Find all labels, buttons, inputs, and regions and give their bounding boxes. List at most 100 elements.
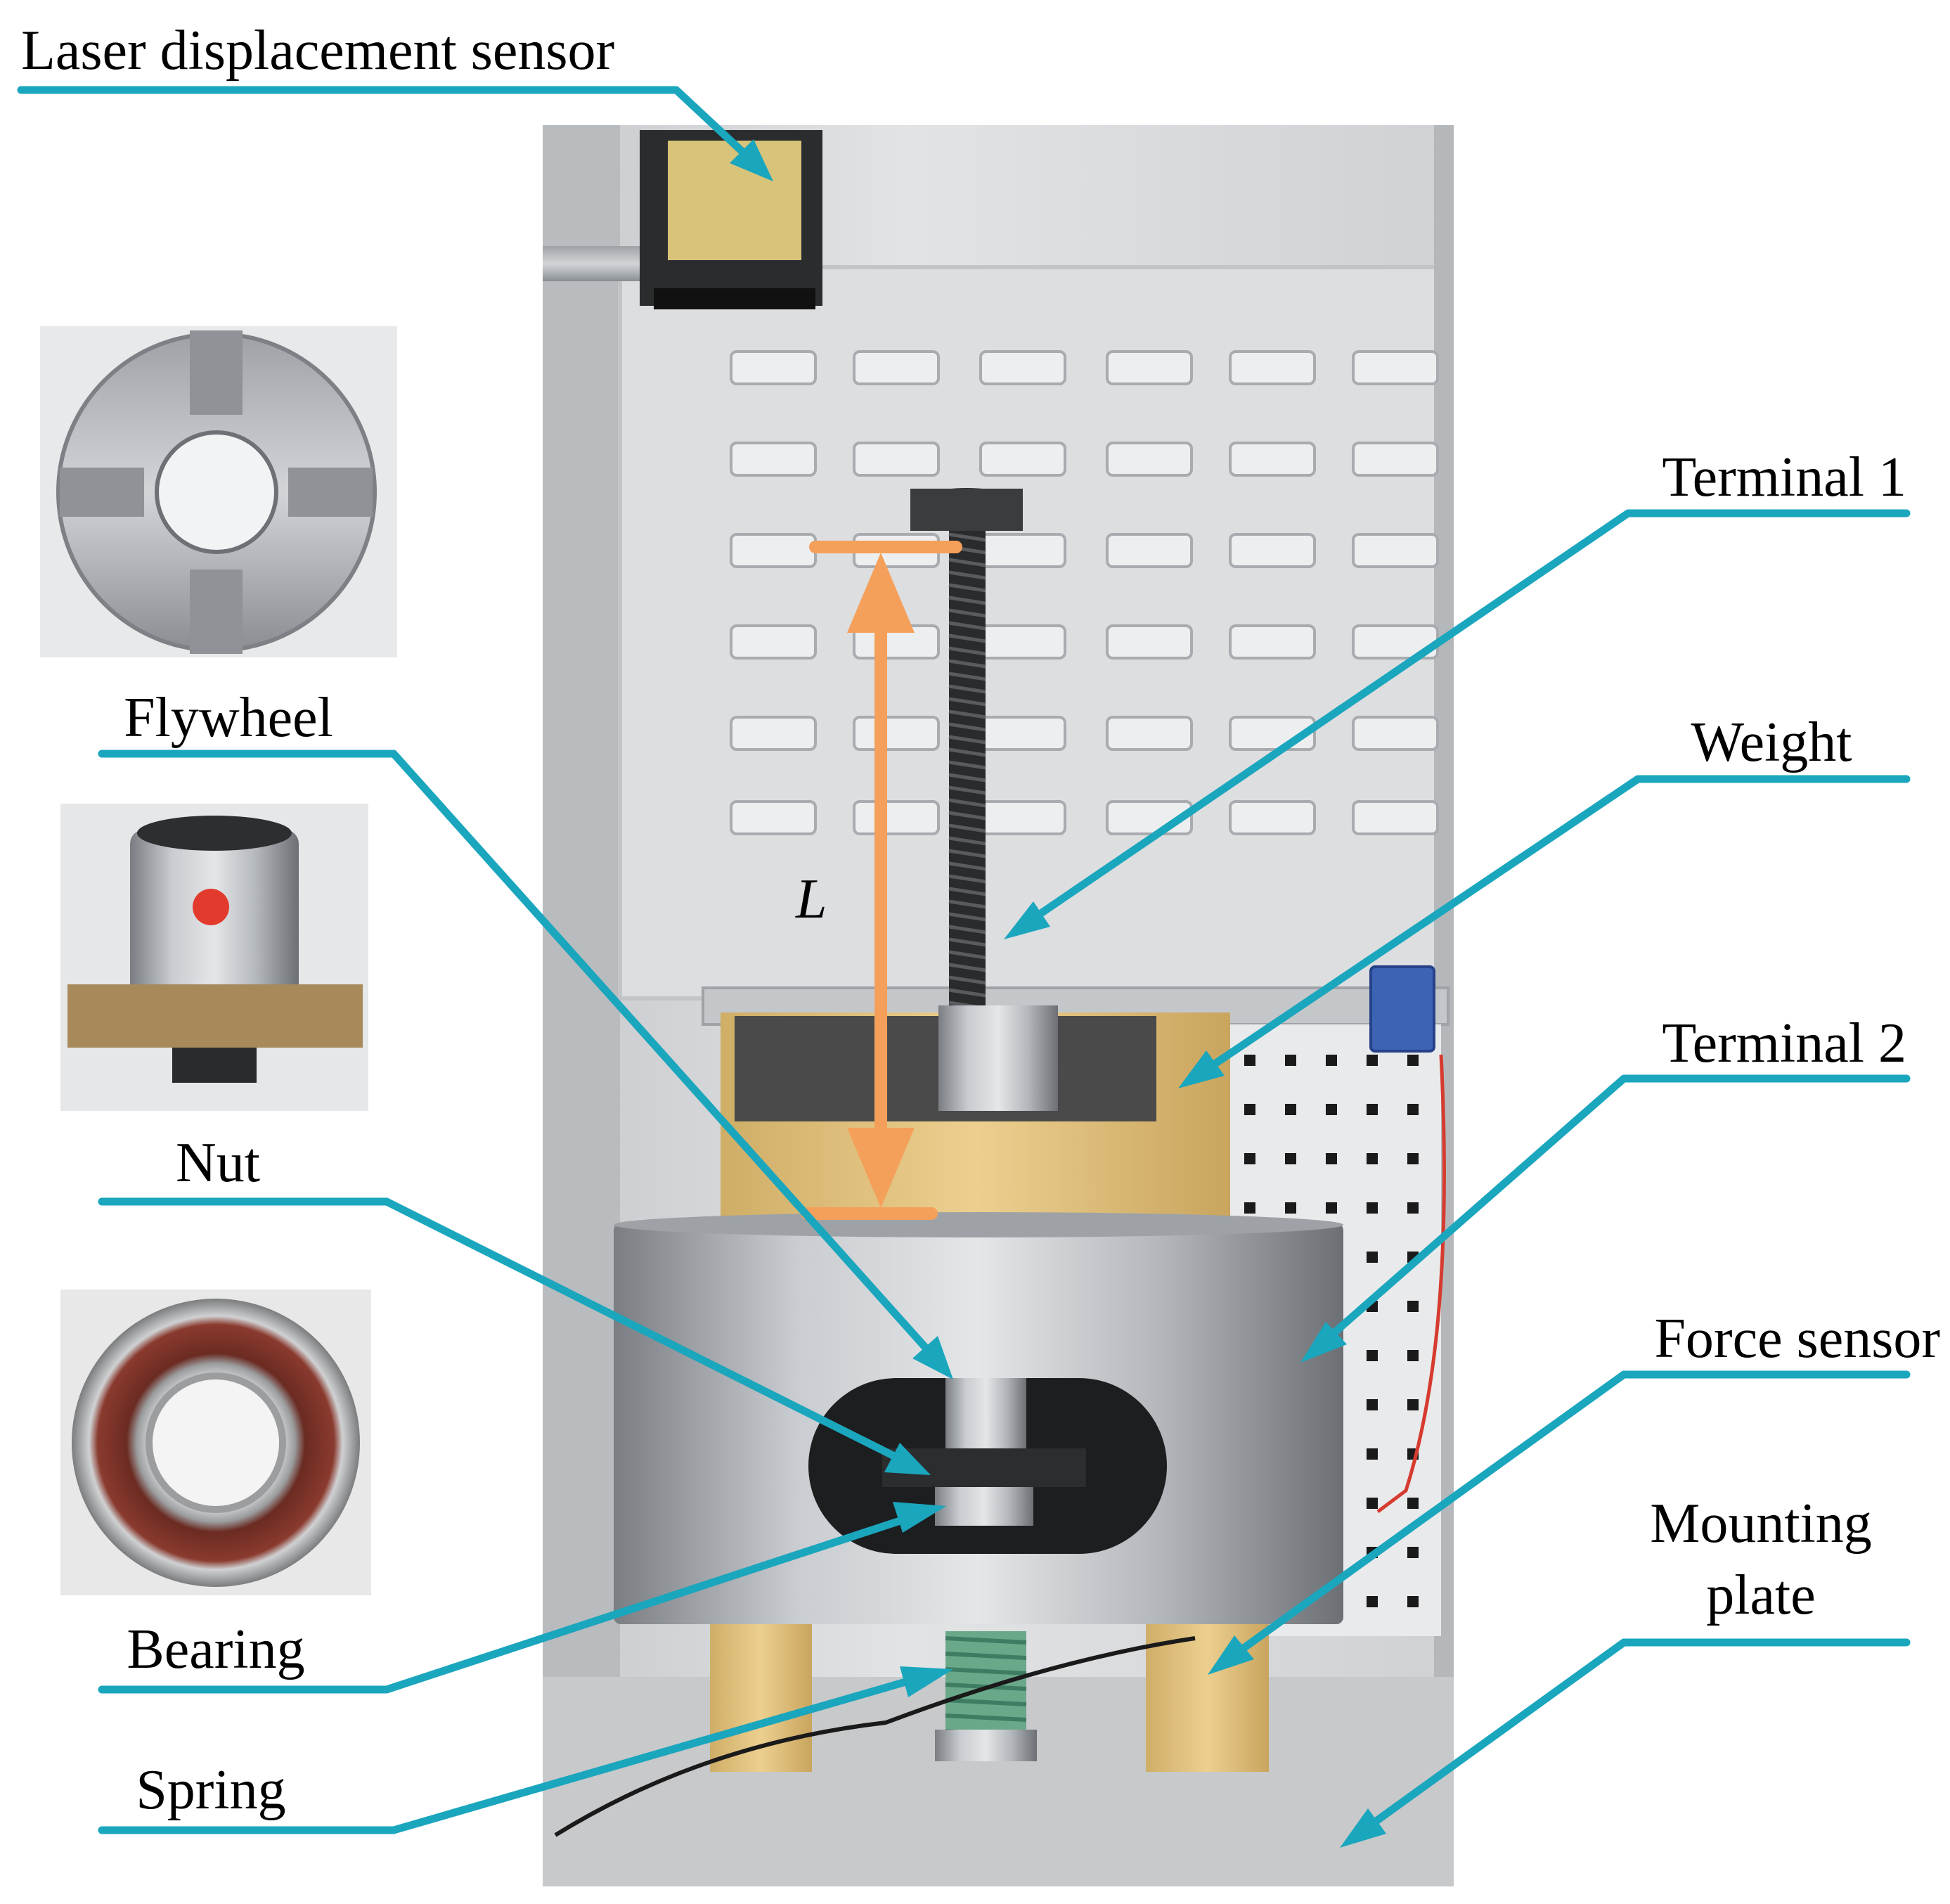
vent-slot	[979, 800, 1066, 835]
peg-hole	[1367, 1153, 1378, 1164]
peg-hole	[1244, 1202, 1255, 1214]
bearing-hub	[935, 1487, 1033, 1526]
spring-turn	[945, 1652, 1027, 1660]
label-bearing: Bearing	[127, 1619, 304, 1680]
vent-slot	[1352, 350, 1439, 385]
flywheel-hub	[945, 1378, 1026, 1455]
arrowhead-flywheel	[912, 1336, 953, 1379]
vent-slot	[730, 533, 817, 568]
peg-hole	[1367, 1448, 1378, 1460]
dimension-arrow-up	[847, 553, 915, 633]
peg-hole	[1326, 1104, 1337, 1115]
label-laser-displacement-sensor: Laser displacement sensor	[21, 20, 614, 82]
callout-flywheel	[98, 750, 948, 1372]
peg-hole	[1326, 1153, 1337, 1164]
vent-slot	[730, 624, 817, 660]
callout-laser-sensor	[17, 86, 763, 172]
label-mounting-plate-line2: plate	[1706, 1564, 1815, 1626]
cabinet-left-frame	[543, 125, 620, 1886]
spring-base	[935, 1730, 1037, 1761]
screw-thread	[948, 671, 986, 681]
peg-hole	[1407, 1202, 1419, 1214]
screw-thread	[948, 621, 986, 631]
vent-slot	[730, 800, 817, 835]
peg-hole	[1407, 1547, 1419, 1558]
peg-hole	[1367, 1055, 1378, 1066]
screw-thread	[948, 697, 986, 707]
peg-hole	[1326, 1055, 1337, 1066]
peg-hole	[1285, 1055, 1296, 1066]
vent-slot	[1352, 716, 1439, 751]
force-sensor-leg-left	[710, 1624, 812, 1772]
vent-slot	[979, 533, 1066, 568]
vent-slot	[1229, 533, 1316, 568]
label-force-sensor: Force sensor	[1654, 1308, 1940, 1370]
vent-slot	[853, 350, 940, 385]
screw-thread	[948, 583, 986, 593]
peg-hole	[1367, 1596, 1378, 1607]
screw-thread	[948, 912, 986, 922]
screw-thread	[948, 950, 986, 960]
screw-thread	[948, 709, 986, 719]
screw-thread	[948, 836, 986, 846]
inset-nut-photo	[60, 804, 368, 1111]
vent-slot	[1229, 624, 1316, 660]
peg-hole	[1367, 1252, 1378, 1263]
vent-slot	[1106, 350, 1193, 385]
vent-slot	[730, 716, 817, 751]
peg-hole	[1326, 1202, 1337, 1214]
screw-thread	[948, 811, 986, 821]
label-mounting-plate-line1: Mounting	[1650, 1493, 1872, 1555]
vent-slot	[979, 624, 1066, 660]
peg-hole	[1407, 1350, 1419, 1361]
screw-thread	[948, 633, 986, 643]
inset-bearing-photo	[60, 1289, 371, 1595]
inset-flywheel-photo	[40, 326, 397, 657]
screw-thread	[948, 558, 986, 567]
screw-thread	[948, 570, 986, 580]
labels: Laser displacement sensor Terminal 1 Fly…	[21, 20, 1940, 1821]
length-dimension: L	[795, 541, 962, 1220]
peg-hole	[1244, 1104, 1255, 1115]
vent-slot	[853, 716, 940, 751]
screw-thread	[948, 735, 986, 745]
arrowhead-mounting-plate	[1340, 1808, 1386, 1848]
peg-hole	[1407, 1153, 1419, 1164]
label-weight: Weight	[1691, 712, 1852, 773]
vent-slot	[1106, 442, 1193, 477]
arrowhead-terminal2	[1300, 1322, 1347, 1363]
vent-slot	[1106, 716, 1193, 751]
peg-hole	[1367, 1202, 1378, 1214]
screw-thread	[948, 760, 986, 770]
peg-hole	[1244, 1153, 1255, 1164]
arrowhead-bearing	[893, 1502, 946, 1533]
screw-thread	[948, 937, 986, 947]
peg-hole	[1407, 1498, 1419, 1509]
housing-top	[614, 1212, 1343, 1237]
peg-hole	[1407, 1055, 1419, 1066]
length-label: L	[795, 868, 827, 930]
callout-weight	[1191, 775, 1911, 1081]
spring-turn	[945, 1698, 1027, 1706]
vent-slot	[1229, 350, 1316, 385]
peg-hole	[1407, 1399, 1419, 1410]
arrowhead-laser-sensor	[730, 139, 773, 181]
callout-force-sensor	[1219, 1370, 1911, 1667]
vent-slot	[1229, 442, 1316, 477]
label-spring: Spring	[136, 1759, 285, 1821]
vent-slot	[979, 442, 1066, 477]
peg-hole	[1367, 1498, 1378, 1509]
callout-spring	[98, 1669, 939, 1834]
arrowhead-weight	[1178, 1050, 1225, 1088]
vent-slots	[730, 350, 1439, 835]
dimension-arrow-down	[847, 1128, 915, 1208]
screw-thread	[948, 608, 986, 618]
vent-slot	[979, 716, 1066, 751]
screw-thread	[948, 646, 986, 656]
vent-slot	[1352, 533, 1439, 568]
vent-slot	[853, 442, 940, 477]
terminal-block	[1369, 965, 1435, 1053]
vent-slot	[853, 800, 940, 835]
label-terminal1: Terminal 1	[1662, 446, 1906, 508]
vent-slot	[1106, 533, 1193, 568]
